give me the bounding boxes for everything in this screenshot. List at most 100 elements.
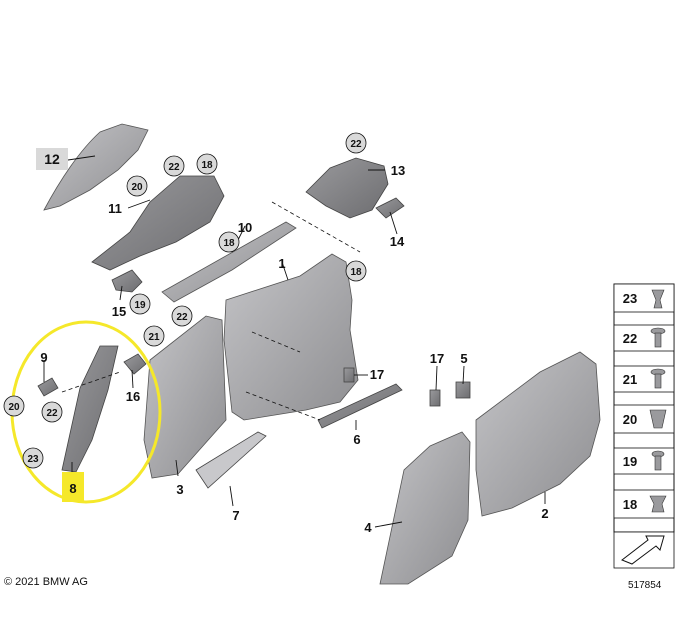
part-12-trim	[43, 123, 149, 211]
circle-23-text: 23	[27, 454, 39, 465]
legend-row-20: 20	[613, 404, 675, 434]
label-14: 14	[390, 234, 405, 249]
part-17-clip	[343, 367, 355, 383]
label-4: 4	[364, 520, 372, 535]
part-5b-clip	[429, 389, 441, 407]
circle-22c-text: 22	[176, 312, 188, 323]
part-7-net	[195, 431, 267, 489]
circle-19-text: 19	[134, 300, 146, 311]
label-9-text: 9	[40, 350, 47, 365]
label-17-text: 17	[370, 367, 384, 382]
label-17b-text: 17	[430, 351, 444, 366]
label-3: 3	[176, 482, 183, 497]
label-11-text: 11	[108, 201, 122, 216]
label-13: 13	[391, 163, 405, 178]
nut-20-icon	[649, 409, 667, 429]
label-6-text: 6	[353, 432, 360, 447]
part-2-side-panel	[475, 351, 601, 517]
legend-18-label: 18	[623, 497, 637, 512]
label-14-text: 14	[390, 234, 405, 249]
circle-22a: 22	[163, 155, 185, 177]
circle-20a-text: 20	[131, 182, 143, 193]
legend-row-22: 22	[613, 324, 675, 352]
label-5-text: 5	[460, 351, 467, 366]
circle-22b: 22	[345, 132, 367, 154]
circle-22b-text: 22	[350, 139, 362, 150]
label-6: 6	[353, 432, 360, 447]
circle-21-text: 21	[148, 332, 160, 343]
legend-row-23: 23	[613, 283, 675, 313]
label-2-text: 2	[541, 506, 548, 521]
label-13-text: 13	[391, 163, 405, 178]
part-16-bracket	[123, 353, 147, 375]
circle-22d: 22	[41, 401, 63, 423]
part-11-bracket	[91, 175, 225, 271]
legend-22-label: 22	[623, 331, 637, 346]
legend-21-label: 21	[623, 372, 637, 387]
label-4-text: 4	[364, 520, 372, 535]
label-12: 12	[36, 148, 68, 170]
label-7-text: 7	[232, 508, 239, 523]
label-8: 8	[62, 472, 84, 502]
legend-19-label: 19	[623, 454, 637, 469]
assembly-lines	[61, 201, 361, 421]
screw-19-icon	[651, 450, 665, 471]
label-12-text: 12	[44, 151, 60, 167]
fastener-legend: 23 22 21 20 19 18	[613, 283, 675, 569]
label-2: 2	[541, 506, 548, 521]
circle-22a-text: 22	[168, 162, 180, 173]
label-1-text: 1	[278, 256, 285, 271]
label-7: 7	[232, 508, 239, 523]
part-1-side-panel	[223, 253, 359, 421]
circle-22d-text: 22	[46, 408, 58, 419]
label-3-text: 3	[176, 482, 183, 497]
circle-18b: 18	[218, 231, 240, 253]
part-13-bracket	[305, 157, 389, 219]
circle-18a: 18	[196, 153, 218, 175]
clip-18-icon	[649, 495, 667, 513]
circle-20b: 20	[3, 395, 25, 417]
circle-20a: 20	[126, 175, 148, 197]
circle-labels: 22 18 20 22 18 18 19 22 21 20 22 23	[3, 132, 367, 469]
label-15-text: 15	[112, 304, 126, 319]
circle-18a-text: 18	[201, 160, 213, 171]
legend-20-label: 20	[623, 412, 637, 427]
label-10-text: 10	[238, 220, 252, 235]
legend-23-label: 23	[623, 291, 637, 306]
label-5: 5	[460, 351, 467, 366]
circle-19: 19	[129, 293, 151, 315]
circle-23: 23	[22, 447, 44, 469]
part-5-clip	[455, 381, 471, 399]
circle-22c: 22	[171, 305, 193, 327]
label-11: 11	[102, 198, 128, 218]
clip-23-icon	[651, 289, 665, 309]
circle-18c: 18	[345, 260, 367, 282]
label-17: 17	[370, 367, 384, 382]
part-15-bracket	[111, 269, 143, 293]
label-1: 1	[278, 256, 285, 271]
part-3-pocket	[143, 315, 227, 479]
label-10: 10	[238, 220, 252, 235]
label-17b: 17	[430, 351, 444, 366]
label-16: 16	[126, 389, 140, 404]
part-14-cover	[375, 197, 405, 219]
legend-row-19: 19	[613, 447, 675, 475]
part-6-strip	[317, 383, 403, 429]
part-8-trim	[61, 345, 119, 473]
screw-21-icon	[650, 368, 666, 389]
label-16-text: 16	[126, 389, 140, 404]
copyright-text: © 2021 BMW AG	[4, 576, 88, 588]
legend-row-18: 18	[613, 489, 675, 519]
direction-arrow-icon	[613, 531, 675, 569]
part-10-strip	[161, 221, 297, 303]
image-number-text: 517854	[628, 580, 662, 591]
screw-22-icon	[650, 327, 666, 348]
label-8-text: 8	[69, 481, 76, 496]
label-15: 15	[112, 304, 126, 319]
circle-21: 21	[143, 325, 165, 347]
part-4-pocket	[379, 431, 471, 585]
label-9: 9	[40, 350, 47, 365]
legend-row-21: 21	[613, 365, 675, 393]
circle-18b-text: 18	[223, 238, 235, 249]
